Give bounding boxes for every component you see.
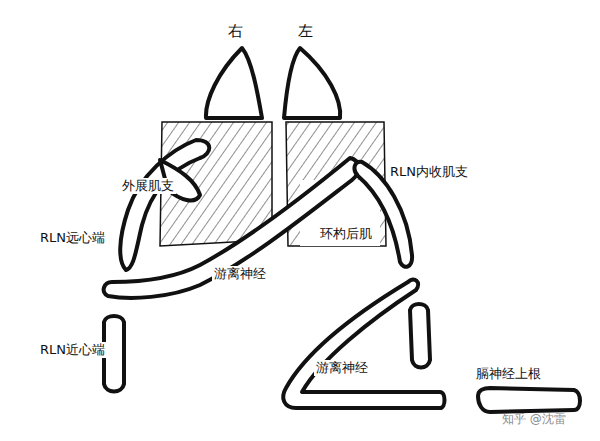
part-label: 外展肌支 [120, 178, 176, 194]
part-label: 游离神经 [212, 266, 268, 282]
arytenoid-left [284, 48, 340, 118]
part-label: RLN内收肌支 [388, 164, 470, 180]
part-label: 环杓后肌 [318, 226, 374, 242]
side-label: 右 [226, 22, 245, 40]
rln-proximal [104, 316, 124, 392]
muscle-right [160, 122, 272, 246]
watermark: 知乎 @沈雷 [500, 412, 568, 426]
arytenoid-right [206, 48, 262, 118]
nerve-stump [410, 304, 430, 368]
part-label: RLN远心端 [38, 230, 107, 246]
part-label: 膈神经上根 [474, 366, 543, 382]
part-label: RLN近心端 [38, 342, 107, 358]
side-label: 左 [296, 22, 315, 40]
phrenic-root [478, 388, 580, 412]
free-nerve-lower [283, 280, 444, 408]
part-label: 游离神经 [314, 360, 370, 376]
rln-distal-right [120, 140, 209, 270]
